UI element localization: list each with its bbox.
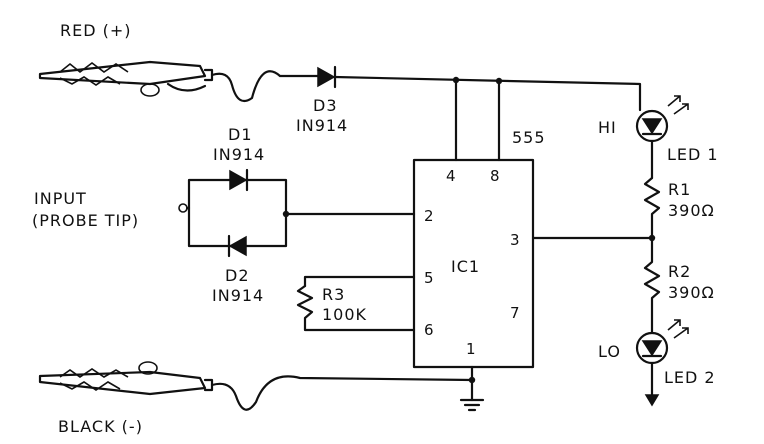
input-label: INPUT	[34, 189, 87, 208]
led2-lo	[635, 319, 689, 365]
pin-5-label: 5	[424, 269, 434, 287]
black-lead-label: BLACK (-)	[58, 417, 143, 436]
right-ground-arrow	[644, 394, 660, 407]
r2-name-label: R2	[668, 262, 691, 281]
diode-bridge	[187, 178, 288, 248]
r2-value-label: 390Ω	[668, 283, 715, 302]
probe-tip-label: (PROBE TIP)	[32, 211, 139, 230]
ic1-555-body	[412, 158, 535, 369]
ic-name-label: IC1	[451, 257, 480, 276]
red-alligator-clip	[38, 60, 214, 97]
red-lead-label: RED (+)	[60, 21, 132, 40]
pin-6-label: 6	[424, 321, 434, 339]
pin-8-label: 8	[490, 167, 500, 185]
pin-1-label: 1	[466, 340, 476, 358]
diode-d3	[317, 65, 337, 89]
resistor-r1	[643, 176, 661, 240]
r3-value-label: 100K	[322, 305, 367, 324]
led2-tag-label: LO	[598, 342, 621, 361]
black-alligator-clip	[38, 361, 214, 396]
r3-name-label: R3	[322, 285, 345, 304]
led1-name-label: LED 1	[667, 145, 719, 164]
r1-value-label: 390Ω	[668, 201, 715, 220]
led2-name-label: LED 2	[664, 368, 716, 387]
d1-part-label: IN914	[213, 145, 265, 164]
pin-7-label: 7	[510, 304, 520, 322]
led1-hi	[635, 95, 689, 143]
diode-d2	[227, 234, 247, 258]
ic-part-label: 555	[512, 128, 546, 147]
pin-4-label: 4	[446, 167, 456, 185]
resistor-r3	[296, 284, 416, 332]
d3-name-label: D3	[313, 96, 338, 115]
probe-tip-terminal	[178, 203, 188, 213]
diode-d1	[229, 168, 249, 192]
pin-3-label: 3	[510, 231, 520, 249]
top-rail	[333, 75, 642, 112]
led1-tag-label: HI	[598, 118, 617, 137]
resistor-r2	[643, 236, 661, 334]
r1-name-label: R1	[668, 180, 691, 199]
black-lead-wire	[210, 375, 474, 411]
d3-part-label: IN914	[296, 116, 348, 135]
d2-name-label: D2	[225, 266, 250, 285]
red-lead-wire	[210, 70, 320, 103]
d1-name-label: D1	[228, 125, 253, 144]
ground-symbol	[459, 398, 485, 412]
pin-2-label: 2	[424, 207, 434, 225]
d2-part-label: IN914	[212, 286, 264, 305]
